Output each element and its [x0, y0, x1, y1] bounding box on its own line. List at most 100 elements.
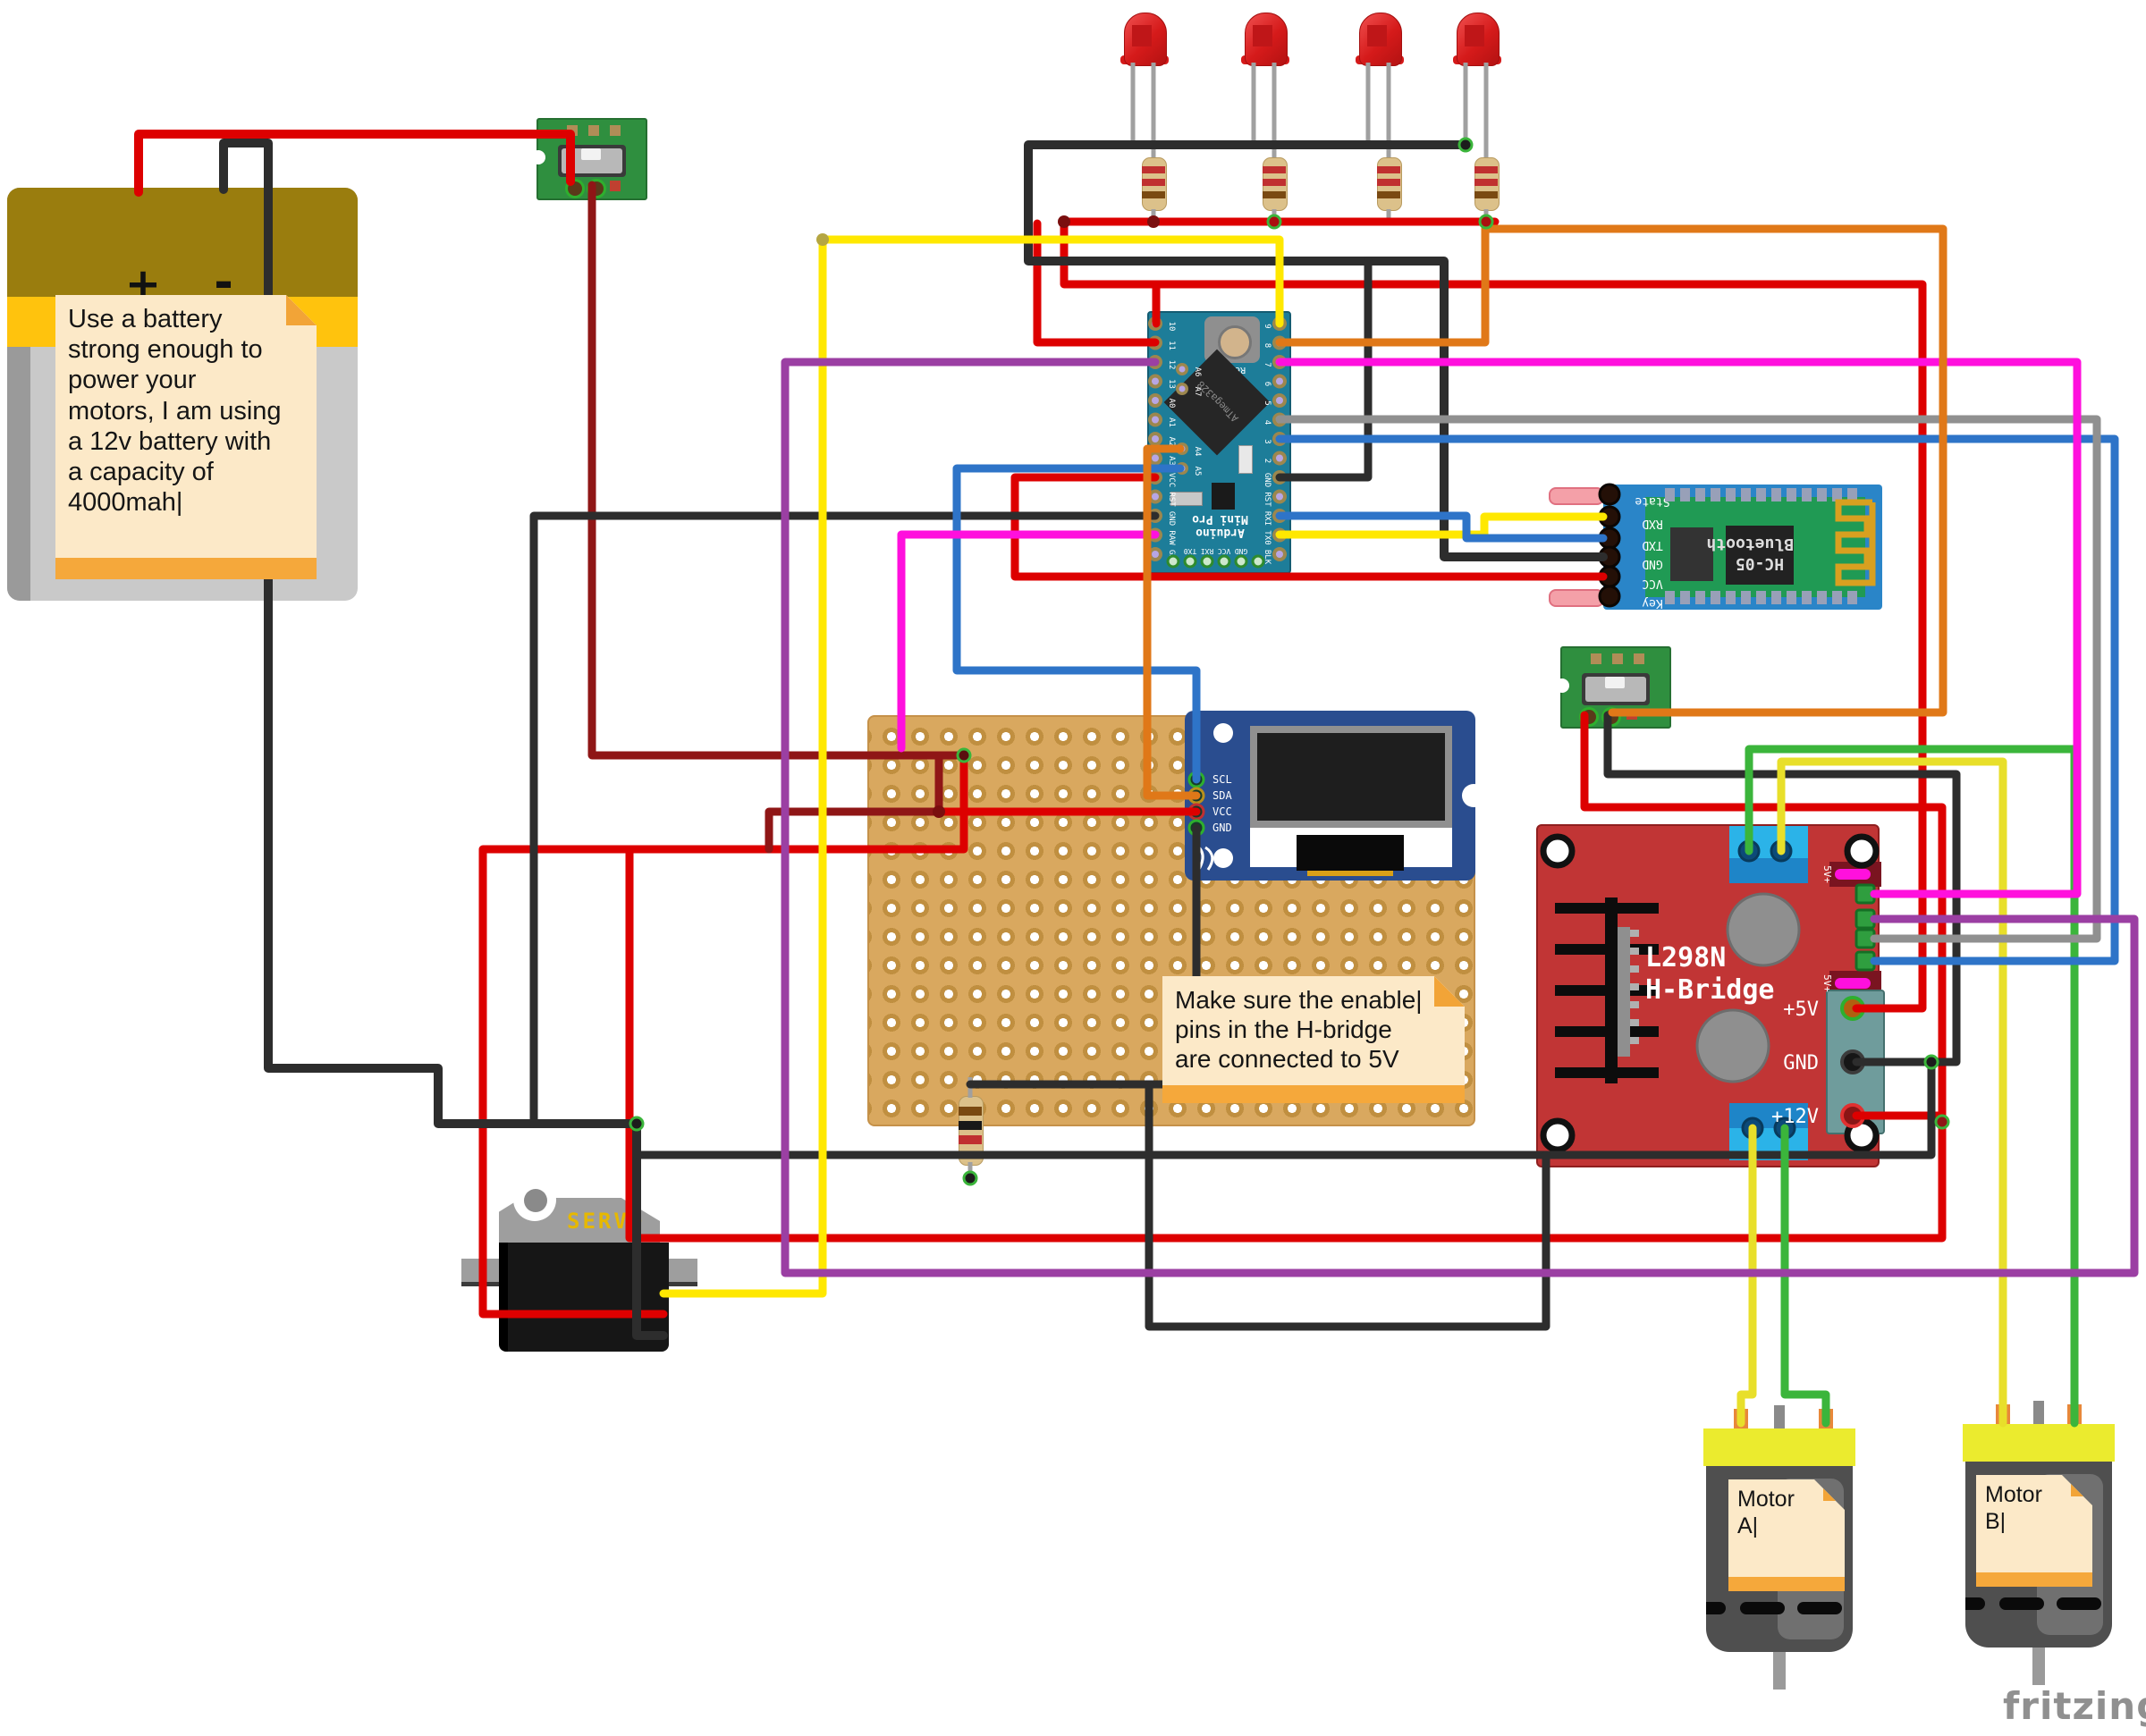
hc05-pad — [1726, 488, 1736, 501]
arduino-pin-label: 2 — [1263, 459, 1272, 463]
battery-note[interactable]: Use a battery strong enough to power you… — [55, 295, 317, 579]
hc05-pad — [1832, 488, 1842, 501]
heatsink-chip-pins — [1630, 930, 1639, 1055]
wire-black[interactable] — [1024, 140, 1608, 561]
arduino-pin-label: 6 — [1263, 382, 1272, 386]
wire-yellow2[interactable] — [1736, 1124, 1757, 1428]
wire-red[interactable] — [625, 845, 1947, 1243]
arduino-pin-label: A2 — [1167, 437, 1176, 447]
hc05-pad — [1711, 591, 1720, 604]
wire-red[interactable] — [1010, 473, 1608, 581]
motor-slot — [1706, 1602, 1726, 1614]
oled-screen — [1257, 733, 1445, 821]
wire-magenta[interactable] — [1275, 358, 2082, 898]
l298n-capacitor — [1726, 892, 1801, 967]
hc05-pad — [1847, 488, 1857, 501]
smd-part — [1212, 483, 1235, 510]
enable-note[interactable]: Make sure the enable| pins in the H-brid… — [1162, 976, 1465, 1103]
motor-slot — [1740, 1602, 1785, 1614]
motor-a-note[interactable]: Motor A| — [1728, 1479, 1845, 1591]
hc05-pin — [1598, 483, 1621, 506]
hc05-pad — [1726, 591, 1736, 604]
wire-blue[interactable] — [1275, 511, 1608, 543]
switch-notch — [531, 150, 545, 164]
arduino-pin-label: TX0 — [1263, 530, 1272, 544]
wire-magenta[interactable] — [897, 530, 1160, 753]
oled-mount-hole — [1213, 723, 1233, 743]
arduino-pin-center — [1276, 551, 1283, 558]
wire-orange[interactable] — [1143, 444, 1201, 800]
slide-switch-body[interactable] — [1582, 673, 1650, 705]
resistor-band — [1377, 191, 1400, 198]
l298n-mount-hole — [1540, 1117, 1576, 1153]
wire-blue[interactable] — [1275, 434, 2119, 965]
arduino-pin-center — [1276, 493, 1283, 501]
oled-pin-label: GND — [1212, 822, 1232, 834]
wire-red[interactable] — [134, 130, 575, 197]
hc05-pad — [1787, 488, 1796, 501]
arduino-pin-center — [1152, 397, 1159, 404]
arduino-pin-label: A4 — [1193, 447, 1202, 457]
oled-pin-label: SDA — [1212, 789, 1232, 802]
resistor-band — [1377, 179, 1400, 186]
motor-slot — [1999, 1597, 2044, 1610]
motor-center-tab — [1774, 1405, 1785, 1432]
resistor-band — [1263, 166, 1286, 173]
switch-pad — [588, 125, 599, 136]
wire-gray[interactable] — [1275, 415, 2101, 943]
wire-yellow[interactable] — [659, 235, 1284, 1298]
wire-orange[interactable] — [1275, 224, 1947, 717]
hc05-antenna — [1835, 499, 1876, 586]
wire-black[interactable] — [219, 139, 668, 1340]
wire-black[interactable] — [1603, 711, 1961, 1066]
wire-green[interactable] — [1780, 1124, 1830, 1428]
enable-note-text: Make sure the enable| pins in the H-brid… — [1175, 986, 1423, 1074]
resistor-band — [1142, 179, 1165, 186]
motor-center-tab — [2033, 1401, 2044, 1428]
wire-black[interactable] — [632, 1058, 1936, 1159]
arduino-pin-label: RXI — [1201, 547, 1214, 555]
wire-yellow[interactable] — [1275, 512, 1608, 539]
slide-switch-knob[interactable] — [1605, 677, 1625, 688]
oled-screen-frame — [1250, 726, 1452, 828]
resistor-band — [1263, 179, 1286, 186]
motor-shaft — [1773, 1652, 1786, 1690]
wire-junction — [1923, 1054, 1939, 1070]
wire-darkred[interactable] — [587, 181, 968, 760]
motor-b-note[interactable]: Motor B| — [1976, 1475, 2092, 1587]
wire-black[interactable] — [1275, 257, 1373, 482]
arduino-bottom-pin — [1217, 554, 1231, 569]
arduino-pin-label: RAW — [1167, 530, 1176, 545]
arduino-pin-center — [1276, 377, 1283, 385]
jumper-pin — [1835, 978, 1871, 989]
slide-switch-knob[interactable] — [581, 148, 601, 160]
wire-yellow2[interactable] — [1777, 757, 2007, 1428]
switch-pad — [1634, 653, 1644, 664]
wire-green[interactable] — [1745, 745, 2079, 1428]
note-strip — [55, 558, 317, 579]
l298n-jumper-label: 5V+ — [1821, 865, 1833, 883]
battery-note-text: Use a battery strong enough to power you… — [68, 305, 282, 518]
wire-purple[interactable] — [781, 358, 2139, 1277]
arduino-pin-center — [1152, 416, 1159, 424]
wire-junction — [962, 1170, 978, 1186]
switch-notch — [1555, 678, 1569, 693]
wire-junction — [1058, 215, 1070, 228]
arduino-pin-center — [1179, 385, 1186, 392]
note-strip — [1162, 1085, 1465, 1103]
heatsink-spine — [1605, 897, 1618, 1083]
switch-pad — [610, 125, 621, 136]
motor-a-note-text: Motor A| — [1737, 1487, 1795, 1538]
hc05-pad — [1680, 488, 1690, 501]
hc05-pin-label: VCC — [1642, 577, 1662, 590]
wire-black[interactable] — [1145, 1080, 1550, 1331]
oled-display[interactable] — [1185, 711, 1485, 881]
arduino-pin-label: 8 — [1263, 343, 1272, 348]
wire-blue[interactable] — [952, 464, 1201, 784]
wire-red[interactable] — [478, 751, 968, 1319]
wire-red[interactable] — [1152, 280, 1927, 1013]
wire-black[interactable] — [529, 511, 1160, 1128]
wire-darkred[interactable] — [765, 807, 943, 854]
resistor-band — [1377, 166, 1400, 173]
hc05-chip: HC-05 Bluetooth — [1706, 526, 1794, 585]
